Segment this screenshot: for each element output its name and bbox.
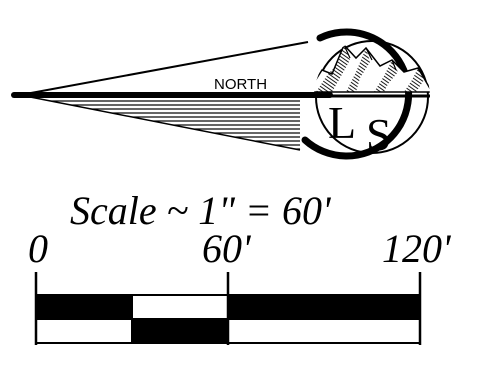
north-arrow: NORTH — [11, 41, 333, 151]
scale-tick-label-60: 60' — [202, 226, 252, 271]
logo-outer-ring — [301, 28, 413, 160]
arrow-upper-edge — [19, 41, 309, 96]
mountain-icon — [314, 43, 430, 93]
logo-letter-l: L — [328, 97, 356, 148]
scale-segment-top-3 — [228, 295, 420, 319]
scale-segment-top-1 — [36, 295, 132, 319]
arrow-lower-edge — [19, 94, 301, 151]
scale-bar — [34, 272, 422, 345]
company-logo: L S — [301, 28, 430, 160]
scale-tick-label-120: 120' — [382, 226, 452, 271]
scale-segment-bottom-2 — [132, 319, 228, 343]
scale-caption: Scale ~ 1" = 60' — [70, 188, 332, 233]
logo-letter-s: S — [366, 109, 392, 160]
north-label: NORTH — [214, 76, 267, 93]
scale-tick-label-0: 0 — [28, 226, 48, 271]
